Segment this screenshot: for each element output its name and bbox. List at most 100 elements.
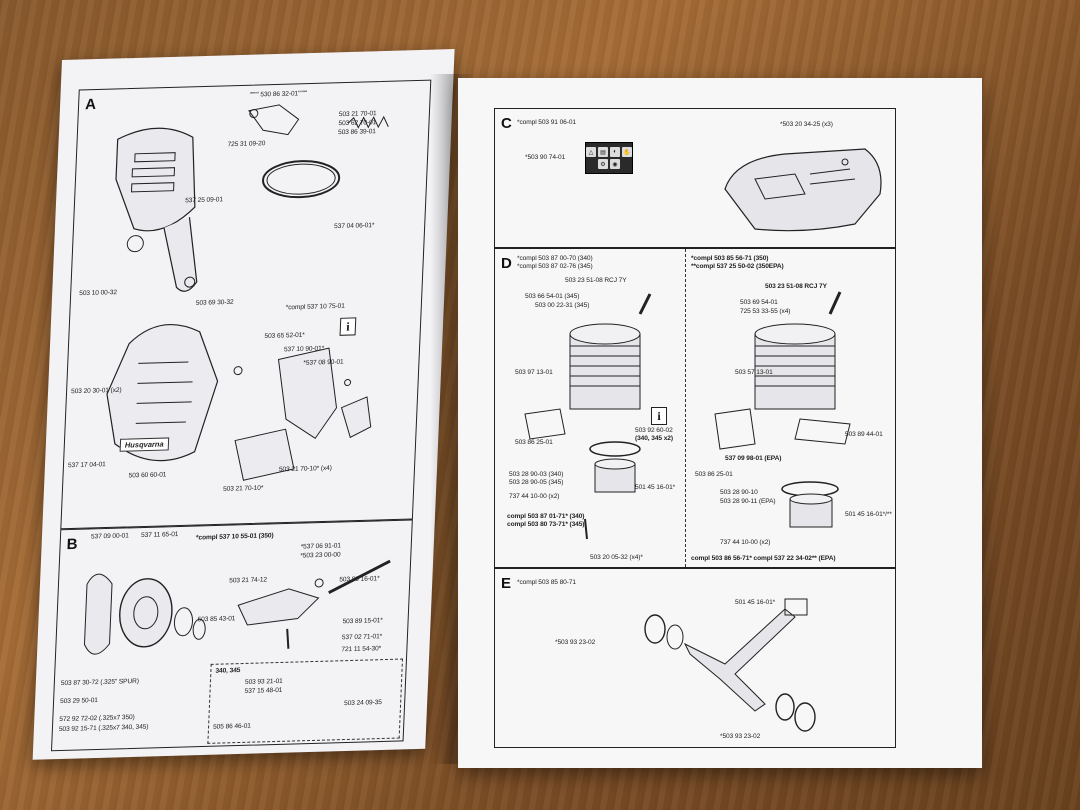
part-label: 537 04 06-01* [333,222,375,231]
part-label: 537 25 09-01 [184,196,224,205]
part-label: 503 89 44-01 [845,431,883,438]
part-label: 503 23 51-08 RCJ 7Y [565,277,627,284]
part-label: 503 89 16-01* [339,575,380,584]
section-c-letter: C [501,115,512,132]
info-icon: i [339,317,357,336]
part-label: 503 93 21-01 [244,677,283,686]
clutch-cover-drawing [106,323,372,481]
part-label: *503 90 74-01 [525,154,566,161]
part-label: 503 23 51-08 RCJ 7Y [765,283,827,290]
part-label: 503 86 25-01 [515,439,553,446]
part-label: 503 62 70-01 [338,119,377,128]
part-label: *537 06 91-01 [300,542,341,551]
section-e-letter: E [501,575,512,592]
part-label: 503 24 09-35 [343,699,382,708]
part-label: 725 53 33-55 (x4) [740,308,791,315]
part-label: 503 00 22-31 (345) [535,302,590,309]
part-label: 537 02 71-01* [341,633,383,642]
part-label: 503 66 54-01 (345) [525,293,580,300]
part-label: 503 10 00-32 [79,289,118,298]
part-label: 503 21 70-01 [338,110,377,119]
part-label: 503 29 50-01 [59,697,98,706]
eye-icon: ◉ [610,159,620,169]
husqvarna-logo: Husqvarna [119,437,169,452]
cylinder-cover-drawing [724,148,882,232]
section-b-letter: B [66,535,78,554]
part-label: 537 09 00-01 [90,532,129,541]
section-b-box: B 537 09 00-01 537 11 65-01 *compl 537 1… [50,519,413,752]
oil-pump-drawing [237,559,391,649]
part-label: 572 92 72-02 (.325x7 350) [59,713,135,724]
part-label: 503 28 90-03 (340) [509,471,564,478]
section-c-box: C *compl 503 91 06-01 *503 20 34-25 (x3)… [494,108,896,248]
part-label: 503 69 30-32 [195,298,234,307]
part-label: *compl 503 85 56-71 (350) [691,255,769,262]
part-label: *compl 503 87 02-76 (345) [517,263,593,270]
chain-brake-cover-drawing [115,127,198,292]
part-label: *compl 537 10 55-01 (350) [195,532,274,542]
part-label: 537 11 65-01 [140,531,179,540]
part-label: 503 20 30-01 (x2) [70,386,122,396]
manual-left-page: A Husqvarna [32,49,455,760]
part-label: 503 21 70-10* [222,484,264,493]
part-label: *compl 503 87 00-70 (340) [517,255,593,262]
part-label: 505 86 46-01 [212,722,251,731]
part-label: 503 20 05-32 (x4)* [590,554,643,561]
part-label: 501 45 16-01* [735,599,776,606]
part-label: 737 44 10-00 (x2) [509,493,560,500]
section-a-letter: A [84,95,97,114]
part-label: 537 17 04-01 [67,461,106,470]
part-label: 503 28 90-11 (EPA) [720,498,776,505]
part-label: 503 65 52-01* [264,331,305,340]
part-label: *503 23 00-00 [300,551,341,560]
part-label: 537 10 90-01* [283,345,325,354]
part-label: *503 20 34-25 (x3) [780,121,833,128]
part-label: 503 97 13-01 [515,369,553,376]
brake-spring-drawing [248,104,389,199]
part-label: *compl 503 85 80-71 [517,579,576,586]
part-label: 537 15 48-01 [244,686,283,695]
part-label: 503 60 60-01 [128,471,167,480]
part-label: 503 92 60-02 [635,427,673,434]
book-icon: ▤ [598,147,608,157]
section-e-box: E *compl 503 85 80-71 501 45 16-01* *503… [494,568,896,748]
part-label: *503 93 23-02 [720,733,761,740]
part-label: 503 21 74-12 [229,576,268,585]
part-label: 503 28 90-10 [720,489,758,496]
part-label: 503 57 13-01 [735,369,773,376]
section-a-box: A Husqvarna [60,79,432,530]
part-label: compl 503 87 01-71* (340) [507,513,585,520]
manual-right-page: C *compl 503 91 06-01 *503 20 34-25 (x3)… [458,78,982,768]
warning-triangle-icon: △ [586,147,596,157]
part-label: compl 503 86 56-71* compl 537 22 34-02**… [691,555,836,562]
part-label: 503 86 25-01 [695,471,733,478]
part-label: 537 09 98-01 (EPA) [725,455,782,462]
part-label: compl 503 80 73-71* (345) [507,521,585,528]
part-label: **compl 537 25 50-02 (350EPA) [691,263,784,270]
crankshaft-drawing [644,598,816,732]
warning-decal: △ ▤ ◐ ✋ ⚙ ◉ [585,142,633,174]
hand-icon: ✋ [622,147,632,157]
part-label: 737 44 10-00 (x2) [720,539,771,546]
part-label: *537 08 90-01 [303,358,344,367]
part-label: 501 45 16-01* [635,484,676,491]
helmet-icon: ◐ [610,147,620,157]
part-label: 503 21 70-10* (x4) [278,464,332,474]
part-label: 503 28 90-05 (345) [509,479,564,486]
info-icon: i [651,407,667,425]
part-label: 725 31 09-20 [227,140,266,149]
part-label: 501 45 16-01*/** [845,511,892,518]
part-label: *compl 503 91 06-01 [517,119,576,126]
part-label: 721 11 54-30* [341,645,382,654]
cylinder-drawing-340-345 [524,293,652,540]
part-label: 503 89 15-01* [342,617,383,626]
part-label: 503 69 54-01 [740,299,778,306]
clutch-drum-drawing [83,573,206,655]
part-label: 503 86 39-01 [337,128,376,137]
part-label: 503 92 15-71 (.325x7 340, 345) [58,723,149,734]
section-d-box: D i *compl 503 87 00-70 (34 [494,248,896,568]
section-d-divider [685,249,686,567]
chainsaw-icon: ⚙ [598,159,608,169]
part-label: 340, 345 [215,667,241,675]
part-label: *503 93 23-02 [555,639,596,646]
